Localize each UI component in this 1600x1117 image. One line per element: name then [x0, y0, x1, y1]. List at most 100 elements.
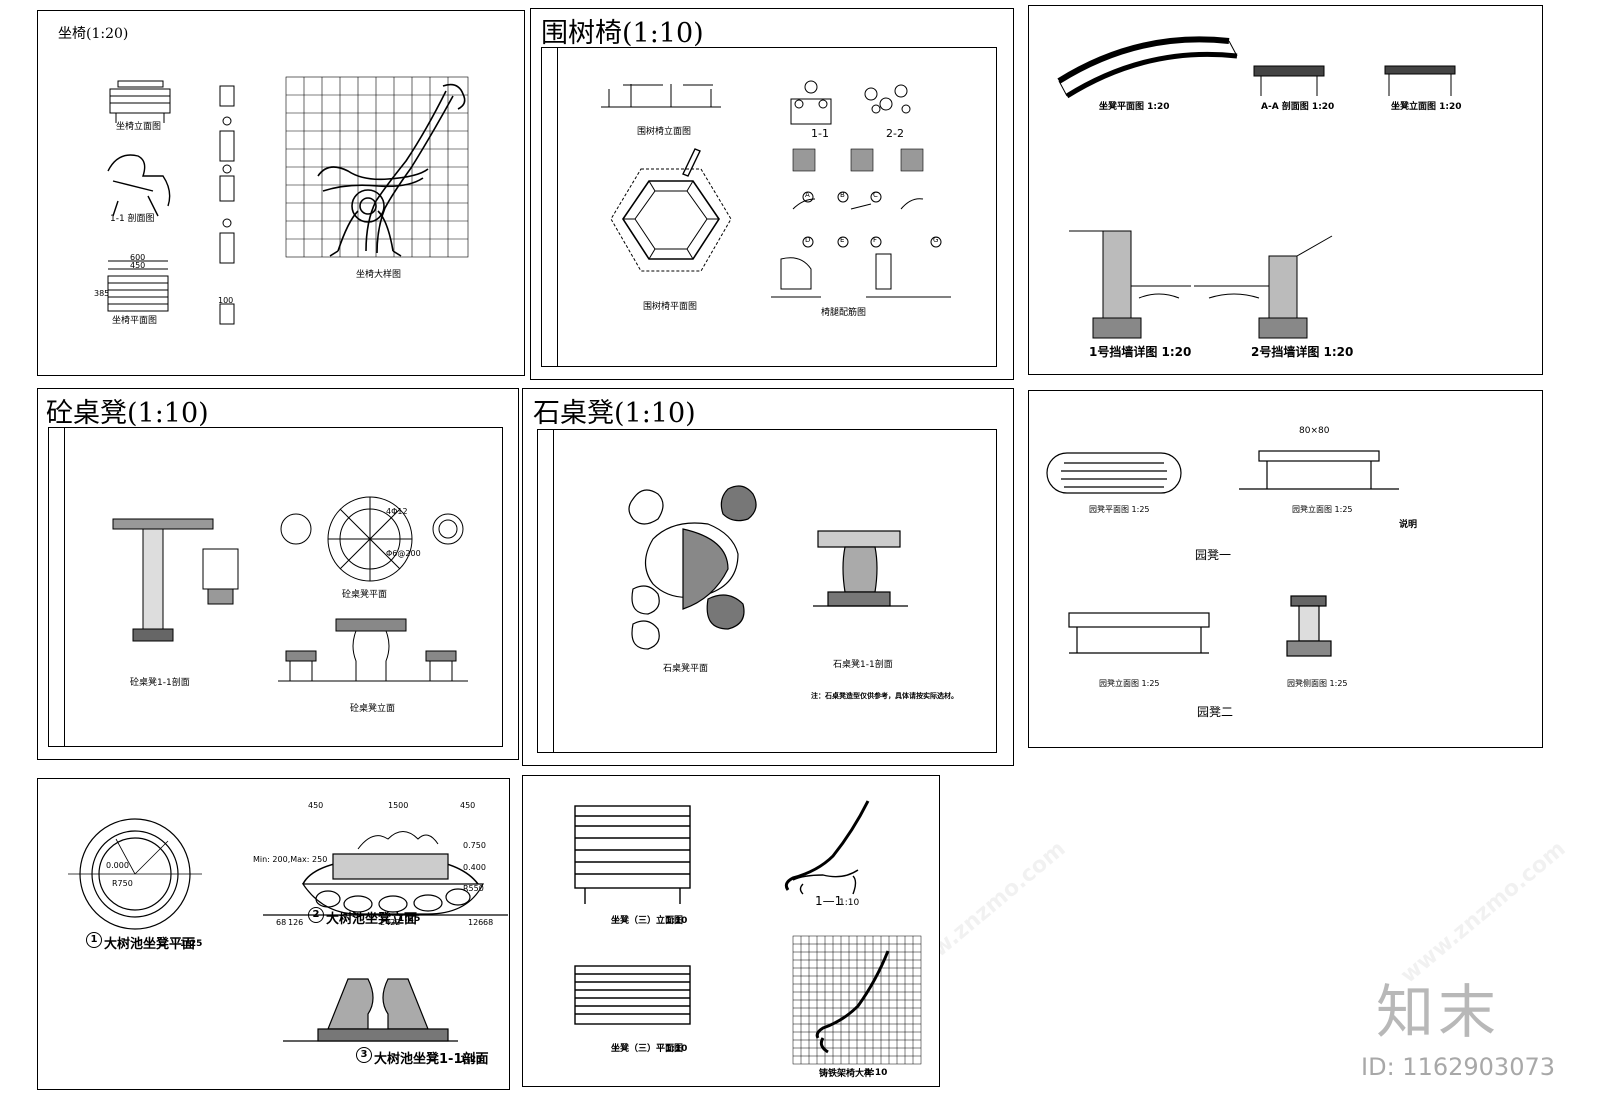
dim-label: Min: 200,Max: 250 — [253, 855, 328, 864]
view-label: 大树池坐凳1-1剖面 — [374, 1052, 489, 1067]
view-label: 园凳立面图 1:25 — [1292, 505, 1353, 514]
callout-label: B — [840, 191, 845, 199]
view-label: 1号挡墙详图 1:20 — [1089, 345, 1192, 359]
sheet-tree-bench: 围树椅(1:10) — [530, 8, 1014, 380]
callout-label: E — [840, 236, 845, 244]
sheet-bench: 坐椅(1:20) — [37, 10, 525, 376]
dim-label: R750 — [112, 879, 133, 888]
sheet-title: 石桌凳(1:10) — [533, 398, 696, 429]
scale-label: 1:25 — [180, 939, 203, 949]
view-label: 园凳立面图 1:25 — [1099, 679, 1160, 688]
sheet-title: 坐椅(1:20) — [58, 26, 129, 42]
dim-label: Φ6@200 — [386, 549, 421, 558]
view-label: 大树池坐凳平面 — [104, 937, 196, 952]
sheet-tree-pool-bench: 0.000 R750 450 1500 450 2422 126 126 68 … — [37, 778, 510, 1090]
callout-label: D — [805, 236, 811, 244]
view-label: 坐凳（三）平面图 — [611, 1044, 684, 1054]
drawing-frame — [48, 427, 503, 747]
concrete-table-drawings — [112, 496, 468, 682]
sheet-retaining-wall: 坐凳平面图 1:20 A-A 剖面图 1:20 坐凳立面图 1:20 1号挡墙详… — [1028, 5, 1543, 375]
tree-bench-drawings — [601, 80, 951, 298]
dim-label: 1500 — [388, 801, 409, 810]
dim-label: R550 — [463, 884, 484, 893]
drawing-frame — [541, 47, 997, 367]
bench-three-grid — [792, 935, 922, 1065]
callout-label: G — [933, 236, 939, 244]
view-label: 坐椅立面图 — [116, 122, 162, 132]
group-label: 园凳一 — [1195, 548, 1232, 562]
sheet-title: 砼桌凳(1:10) — [46, 398, 209, 429]
view-label: 椅腿配筋图 — [821, 308, 867, 318]
view-label: 砼桌凳立面 — [350, 704, 396, 714]
dim-label: 600 — [130, 253, 146, 262]
dim-label: 2422 — [380, 918, 401, 927]
section-label: 1-1 — [811, 127, 829, 140]
view-label: 坐椅平面图 — [112, 316, 158, 326]
view-label: 砼桌凳1-1剖面 — [130, 678, 190, 688]
view-label: A-A 剖面图 1:20 — [1261, 102, 1335, 112]
dim-label: 80×80 — [1299, 426, 1330, 436]
drawing-frame — [537, 429, 997, 753]
stone-table-drawings — [628, 485, 908, 650]
dim-label: 0.000 — [106, 861, 129, 870]
dim-label: 126 — [288, 918, 304, 927]
bench-drawings — [107, 76, 469, 325]
dim-label: 385 — [94, 289, 110, 298]
dim-label: 0.750 — [463, 841, 486, 850]
brand-logo: 知末 — [1375, 978, 1500, 1046]
garden-bench-drawings — [1046, 450, 1399, 657]
scale-label: 1:25 — [460, 1055, 483, 1065]
dim-label: 68 — [483, 918, 494, 927]
dim-label: 0.400 — [463, 863, 486, 872]
dim-label: 450 — [130, 261, 146, 270]
sample-grid — [285, 76, 469, 258]
view-label: 铸铁架椅大样 — [819, 1069, 874, 1079]
callout-number: 1 — [86, 932, 102, 948]
view-label: 1-1 剖面图 — [110, 214, 155, 224]
view-label: 坐凳立面图 1:20 — [1391, 102, 1462, 112]
notes-title: 说明 — [1399, 520, 1418, 530]
dim-label: 4Φ12 — [386, 507, 408, 516]
sheet-garden-bench: 园凳平面图 1:25 园凳立面图 1:25 园凳一 园凳立面图 1:25 园凳侧… — [1028, 390, 1543, 748]
dim-label: 450 — [460, 801, 476, 810]
view-label: 园凳侧面图 1:25 — [1287, 679, 1348, 688]
view-label: 石桌凳1-1剖面 — [833, 660, 893, 670]
view-label: 1—1 — [815, 894, 843, 908]
title-strip — [48, 427, 65, 747]
dim-label: 126 — [468, 918, 484, 927]
dim-label: 68 — [276, 918, 287, 927]
callout-label: C — [873, 191, 878, 199]
scale-label: 1:10 — [839, 898, 860, 908]
dim-label: 450 — [308, 801, 324, 810]
dim-label: 100 — [218, 296, 234, 305]
callout-label: A — [805, 191, 810, 199]
sheet-concrete-table: 砼桌凳(1:10) 砼桌凳1-1剖面 砼桌凳平面 砼桌凳立面 — [37, 388, 519, 760]
view-label: 砼桌凳平面 — [342, 590, 388, 600]
group-label: 园凳二 — [1197, 705, 1234, 719]
view-label: 坐凳平面图 1:20 — [1099, 102, 1170, 112]
sheet-title: 围树椅(1:10) — [541, 18, 704, 49]
sheet-stone-table: 石桌凳(1:10) 石桌凳平面 石桌凳1-1剖面 注：石桌凳造型仅供参考，具体请… — [522, 388, 1014, 766]
view-label: 2号挡墙详图 1:20 — [1251, 345, 1354, 359]
callout-number: 3 — [356, 1047, 372, 1063]
view-label: 围树椅平面图 — [643, 302, 698, 312]
callout-label: F — [873, 236, 878, 244]
view-label: 大树池坐凳立面 — [326, 912, 418, 927]
tree-pool-drawings — [68, 818, 508, 1042]
view-label: 坐凳（三）立面图 — [611, 916, 684, 926]
view-label: 坐椅大样图 — [356, 270, 402, 280]
scale-label: 1:10 — [865, 1068, 888, 1078]
view-label: 围树椅立面图 — [637, 127, 692, 137]
title-strip — [541, 47, 558, 367]
scale-label: 1:10 — [665, 1044, 688, 1054]
scale-label: 1:25 — [398, 914, 421, 924]
bench-three-drawings — [574, 800, 922, 1065]
image-id: ID: 1162903073 — [1361, 1053, 1555, 1081]
view-label: 石桌凳平面 — [663, 664, 709, 674]
title-strip — [537, 429, 554, 753]
note-text: 注：石桌凳造型仅供参考，具体请按实际选材。 — [811, 692, 958, 700]
scale-label: 1:10 — [665, 916, 688, 926]
callout-number: 2 — [308, 907, 324, 923]
sheet-bench-three: 坐凳（三）立面图 1:10 坐凳（三）平面图 1:10 1—1 1:10 铸铁架… — [522, 775, 940, 1087]
section-label: 2-2 — [886, 127, 904, 140]
